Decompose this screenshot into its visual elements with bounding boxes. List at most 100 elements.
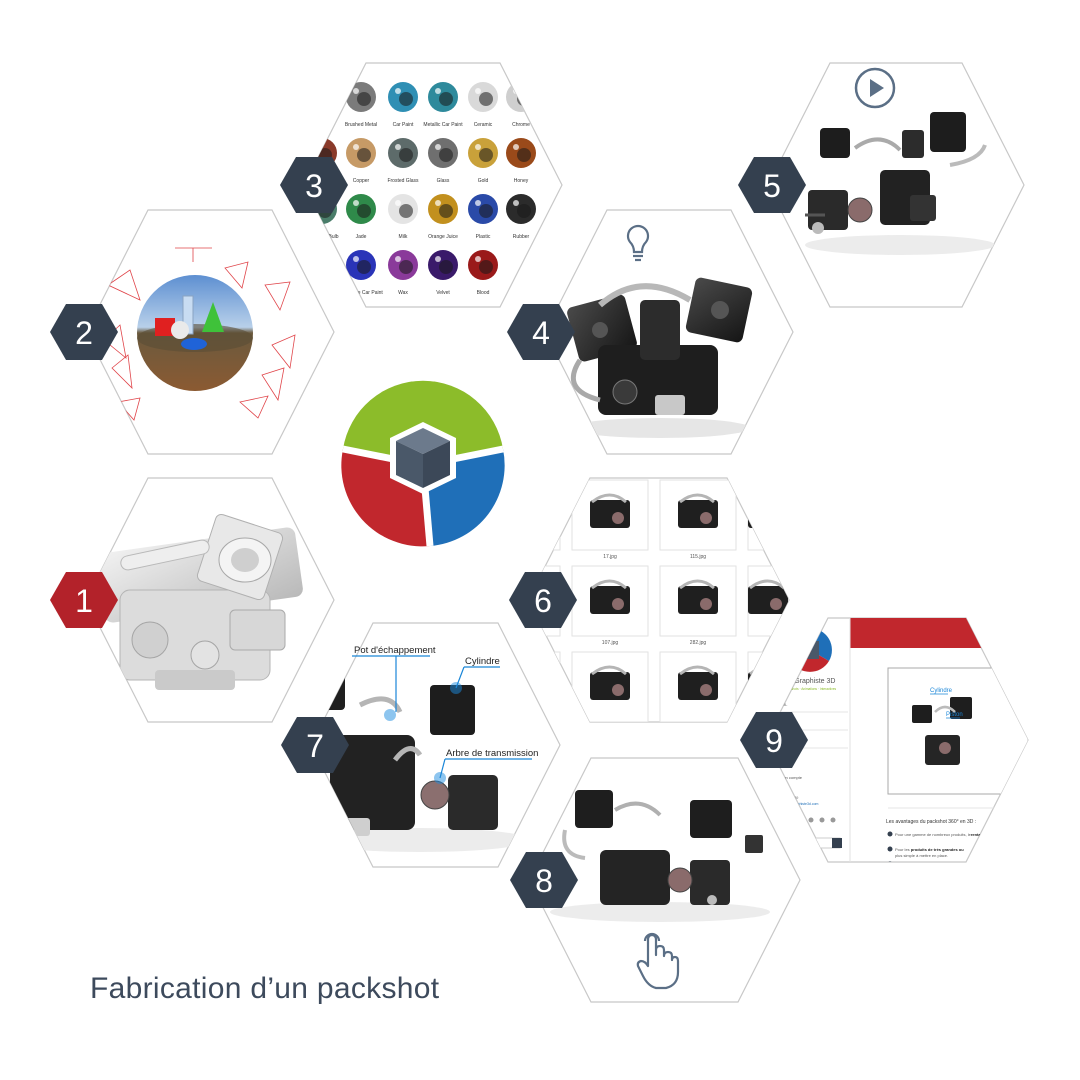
material-swatch-highlight: [395, 88, 401, 94]
material-swatch-highlight: [475, 144, 481, 150]
material-label: Two Tone Car Paint: [339, 290, 383, 296]
label-transmission: Arbre de transmission: [446, 748, 538, 759]
step-1-badge: [50, 572, 118, 628]
step-1-tile: 1: [50, 477, 335, 723]
step-9-tile: Le Graphiste 3D Packshots · Animations ·…: [740, 617, 1040, 863]
material-label: Wax: [398, 290, 408, 296]
sequence-thumbnail-part: [770, 512, 782, 524]
step-4-number: 4: [532, 315, 550, 351]
website-nav-home: ACCUEIL: [770, 702, 788, 707]
sequence-thumbnail-part: [700, 512, 712, 524]
material-swatch-highlight: [353, 88, 359, 94]
sequence-thumbnail-part: [612, 684, 624, 696]
material-swatch: [307, 250, 337, 280]
material-swatch-highlight: [353, 144, 359, 150]
material-swatch-highlight: [435, 88, 441, 94]
material-swatch-shade: [399, 148, 413, 162]
step-1-number: 1: [75, 583, 93, 619]
sequence-thumbnail-engine: [528, 500, 565, 528]
lightbulb-icon: [626, 224, 650, 262]
sequence-thumbnail-pipe: [749, 579, 785, 590]
step-4-tile: 4: [507, 209, 794, 455]
material-swatch-shade: [439, 260, 453, 274]
interactive-exploded-view-image: [550, 790, 770, 922]
engine-white-model-image: [97, 513, 303, 690]
material-swatch-highlight: [435, 200, 441, 206]
sequence-thumbnail-part: [770, 684, 782, 696]
material-label: Jade: [356, 234, 367, 240]
material-label: Blood: [477, 290, 490, 296]
sequence-thumbnail-part: [612, 512, 624, 524]
material-swatch-highlight: [475, 256, 481, 262]
material-swatch-shade: [357, 148, 371, 162]
material-swatch-highlight: [395, 144, 401, 150]
material-swatch-highlight: [435, 256, 441, 262]
material-label: Orange Juice: [428, 234, 458, 240]
material-swatch-shade: [517, 92, 531, 106]
material-label: Gold: [478, 178, 489, 184]
sequence-filename: 17.jpg: [603, 554, 617, 560]
material-swatch-highlight: [475, 200, 481, 206]
material-label: Frosted Glass: [387, 178, 419, 184]
sequence-thumbnail-engine: [678, 586, 718, 614]
svg-text:plus simple à mettre en place.: plus simple à mettre en place.: [895, 853, 948, 858]
step-3-tile: Brushed Metal Car Paint Metallic Car Pai…: [280, 62, 563, 308]
material-label: Rubber: [513, 234, 530, 240]
step-7-number: 7: [306, 728, 324, 764]
step-8-number: 8: [535, 863, 553, 899]
sequence-filename: 115.jpg: [690, 554, 706, 560]
material-swatch-shade: [439, 92, 453, 106]
step-5-tile: 5: [738, 62, 1025, 308]
website-label-cylinder: Cylindre: [930, 688, 953, 694]
step-2-badge: [50, 304, 118, 360]
sequence-thumbnail-engine: [590, 500, 630, 528]
material-swatch-highlight: [435, 144, 441, 150]
material-label: Iridescent Bulb: [305, 234, 338, 240]
material-swatch-shade: [318, 260, 332, 274]
material-label: Ceramic: [474, 122, 493, 128]
sequence-thumbnail-part: [612, 598, 624, 610]
sequence-thumbnail-engine: [748, 500, 788, 528]
material-swatch-shade: [439, 148, 453, 162]
step-2-number: 2: [75, 315, 93, 351]
sequence-thumbnail-part: [700, 684, 712, 696]
sequence-thumbnail: [529, 479, 561, 551]
sequence-thumbnail-part: [547, 512, 559, 524]
material-swatch-shade: [399, 260, 413, 274]
material-label: Honey: [514, 178, 529, 184]
step-3-number: 3: [305, 168, 323, 204]
sequence-filename: 282.jpg: [690, 640, 707, 646]
page-caption: Fabrication d’un packshot: [90, 972, 440, 1005]
material-swatch-shade: [399, 92, 413, 106]
material-swatch-shade: [399, 204, 413, 218]
svg-text:Pour les produits de très gran: Pour les produits de très grandes ou: [895, 847, 964, 852]
material-swatch-shade: [479, 260, 493, 274]
material-swatch-highlight: [475, 88, 481, 94]
play-icon[interactable]: [854, 67, 896, 109]
material-swatch-highlight: [513, 88, 519, 94]
step-9-number: 9: [765, 723, 783, 759]
step-7-badge: [281, 717, 349, 773]
sequence-thumbnail-engine: [748, 672, 788, 700]
hand-pointer-icon[interactable]: [636, 932, 680, 990]
material-label: Chrome: [512, 122, 530, 128]
step-5-badge: [738, 157, 806, 213]
annotation-lines: [352, 655, 532, 779]
step-8-badge: [510, 852, 578, 908]
label-cylinder: Cylindre: [465, 656, 500, 667]
sequence-thumbnail-engine: [590, 672, 630, 700]
sequence-thumbnail-pipe: [591, 665, 627, 676]
step-2-tile: 2: [50, 209, 335, 455]
website-email: contact@legraphiste3d.com: [775, 802, 819, 806]
sequence-thumbnail-pipe: [528, 493, 562, 504]
website-account: Mon compte: [780, 775, 803, 780]
material-label: Copper: [353, 178, 370, 184]
material-swatch-shade: [517, 148, 531, 162]
website-label-piston: Piston: [946, 712, 963, 718]
material-label: Plastic: [476, 234, 491, 240]
material-swatch: [506, 82, 536, 112]
website-heading: Les avantages du packshot 360° en 3D :: [886, 819, 976, 825]
step-5-number: 5: [763, 168, 781, 204]
svg-text:Pour une gamme de nombreux pro: Pour une gamme de nombreux produits, ler…: [895, 832, 1040, 837]
step-6-tile: 17.jpg 115.jpg 107.jpg 282.jpg 6: [509, 477, 790, 723]
